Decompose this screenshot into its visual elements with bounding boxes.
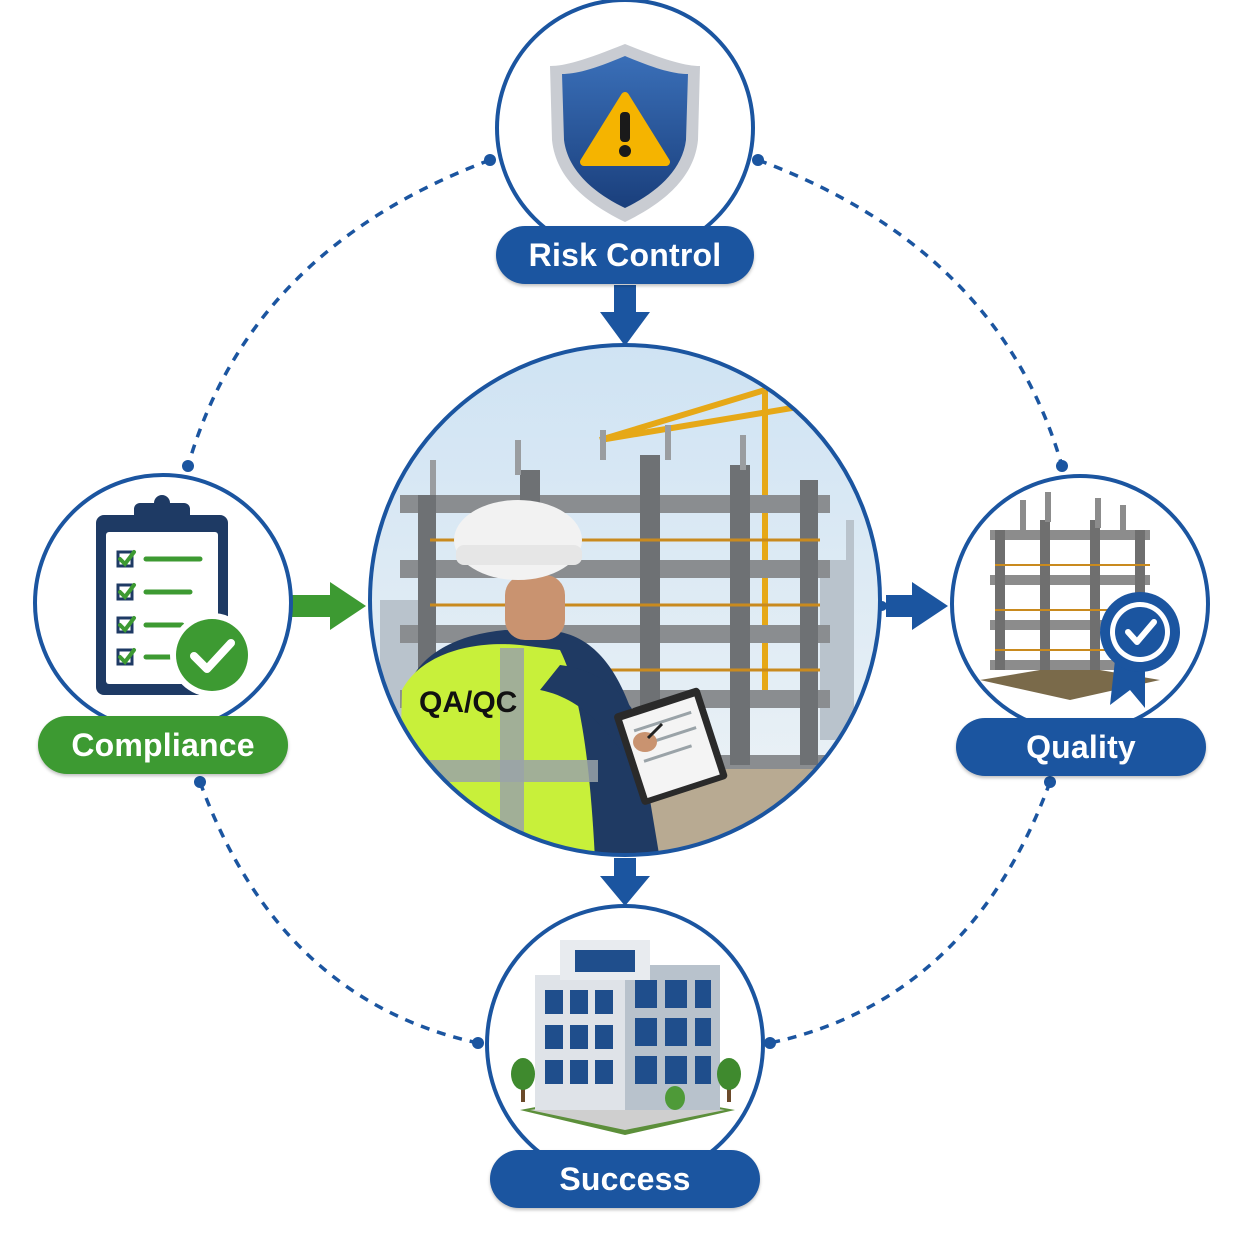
node-top-circle [495, 0, 755, 258]
connector-dots [182, 154, 1068, 1049]
building-badge-icon [980, 492, 1180, 708]
node-left-circle [33, 473, 293, 733]
office-building-icon [511, 940, 741, 1135]
risk-control-label: Risk Control [496, 226, 754, 284]
success-label: Success [490, 1150, 760, 1208]
arrow-down-top [600, 285, 650, 346]
arrow-right-left [292, 582, 366, 630]
center-scene [368, 343, 882, 857]
tree-icons [511, 1058, 741, 1110]
shield-warning-icon [550, 44, 700, 222]
arrow-right-right [886, 582, 948, 630]
compliance-label: Compliance [38, 716, 288, 774]
dashed-connector-ring [186, 158, 1064, 1045]
quality-label: Quality [956, 718, 1206, 776]
clipboard-checklist-icon [96, 495, 254, 697]
vest-label: QA/QC [419, 686, 518, 719]
node-right-circle [950, 474, 1210, 734]
arrow-down-bottom [600, 858, 650, 906]
node-bottom-circle [485, 904, 765, 1184]
